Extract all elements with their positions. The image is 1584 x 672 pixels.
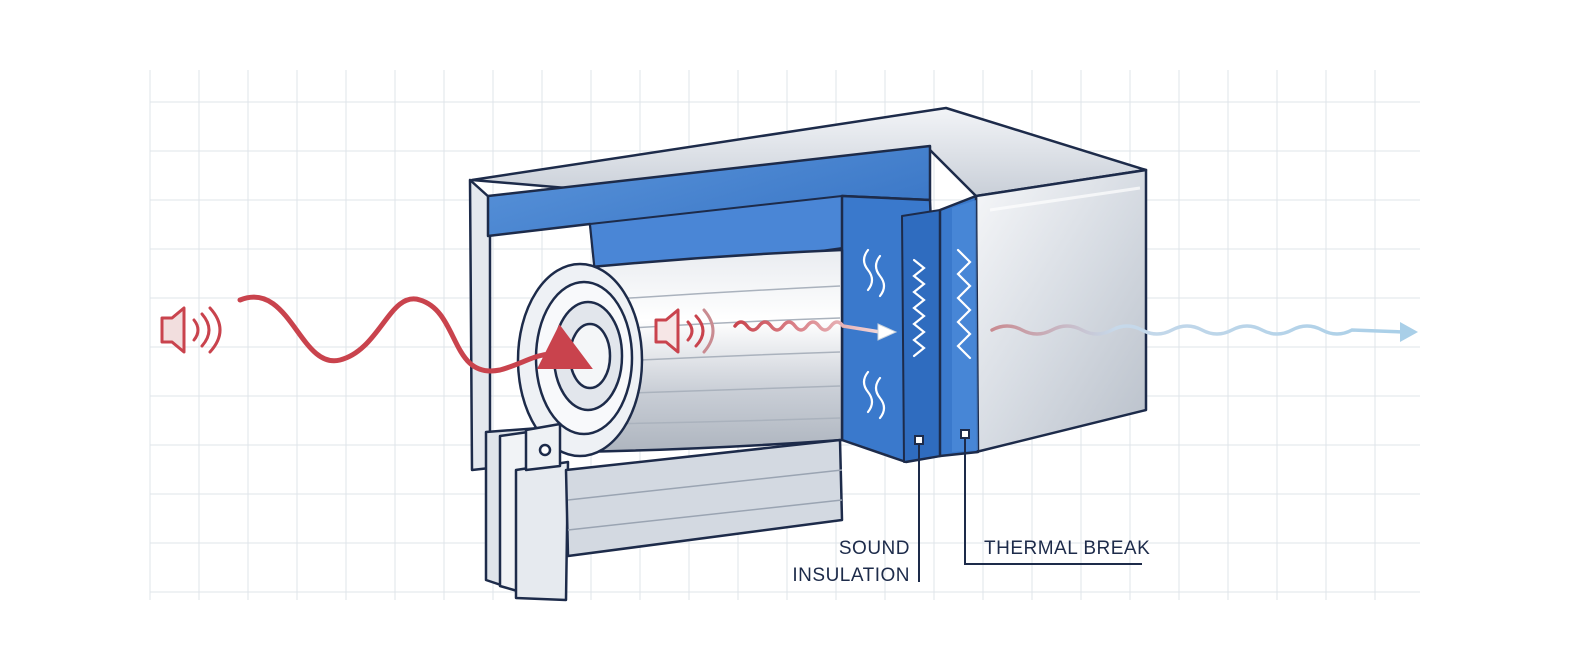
attenuated-sound-wave bbox=[733, 320, 882, 334]
insulation-vibration-lines bbox=[862, 248, 972, 420]
shutter-box bbox=[468, 106, 1148, 602]
shutter-guide-rail bbox=[484, 422, 844, 602]
sound-insulation-label-line1: SOUND bbox=[839, 538, 910, 559]
transmitted-wave-arrowhead bbox=[1400, 322, 1418, 342]
box-end-block bbox=[974, 168, 1148, 454]
thermal-break-label: THERMAL BREAK bbox=[984, 538, 1150, 559]
transmitted-sound-wave bbox=[990, 324, 1406, 336]
incoming-sound-wave bbox=[237, 294, 593, 374]
speaker-icon bbox=[160, 306, 222, 354]
speaker-icon bbox=[654, 308, 715, 354]
thermal-break-callout: THERMAL BREAK bbox=[960, 429, 1150, 565]
sound-insulation-callout: SOUND INSULATION bbox=[792, 435, 924, 586]
sound-insulation-label-line2: INSULATION bbox=[792, 565, 910, 586]
